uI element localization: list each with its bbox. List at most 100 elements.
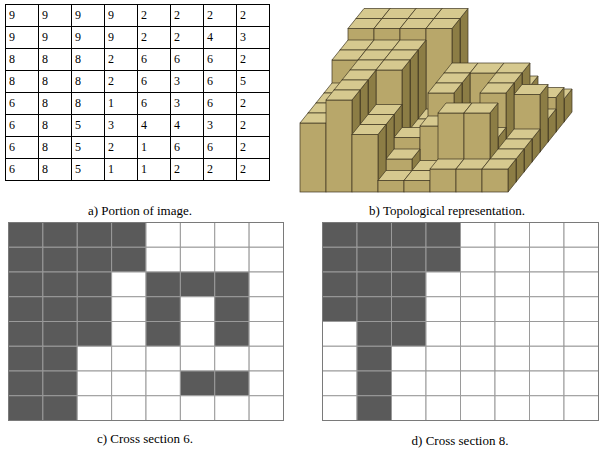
grid-cell	[564, 272, 599, 297]
table-cell: 3	[104, 114, 138, 137]
table-cell: 4	[137, 114, 171, 137]
table-cell: 5	[236, 70, 270, 93]
grid-cell	[112, 297, 146, 322]
table-cell: 8	[5, 48, 39, 71]
grid-cell	[564, 297, 599, 322]
grid-cell	[146, 247, 180, 272]
caption: a) Portion of image.	[88, 203, 192, 219]
table-cell: 2	[170, 158, 204, 181]
bar-top	[514, 85, 548, 95]
grid-border	[323, 223, 599, 421]
bar-top	[368, 105, 402, 115]
grid-cell	[357, 371, 392, 396]
table-cell: 2	[104, 136, 138, 159]
grid-cell	[357, 322, 392, 347]
table-cell: 2	[104, 70, 138, 93]
bar-front	[378, 181, 404, 193]
table-cell: 2	[203, 158, 237, 181]
grid-cell	[180, 346, 214, 371]
grid-cell	[530, 247, 565, 272]
grid-cell	[9, 223, 43, 248]
grid-cell	[426, 247, 461, 272]
grid-cell	[564, 346, 599, 371]
bar-front	[326, 100, 352, 192]
table-cell: 6	[137, 70, 171, 93]
grid-cell	[146, 297, 180, 322]
grid-cell	[180, 322, 214, 347]
grid-cell	[9, 272, 43, 297]
bar-relief	[300, 9, 572, 193]
grid-cell	[323, 297, 358, 322]
grid-cell	[461, 297, 496, 322]
bar-top	[490, 149, 524, 159]
table-cell: 1	[104, 92, 138, 115]
bar-front	[404, 181, 430, 193]
grid-cell	[530, 297, 565, 322]
grid-cell	[392, 223, 427, 248]
bar-top	[384, 50, 418, 60]
table-cell: 5	[71, 114, 105, 137]
grid-cell	[146, 322, 180, 347]
bar-top	[434, 9, 468, 19]
grid-cell	[461, 223, 496, 248]
grid-cell	[112, 396, 146, 421]
table-cell: 8	[71, 48, 105, 71]
grid-cell	[9, 371, 43, 396]
grid-cell	[323, 223, 358, 248]
table-cell: 4	[203, 26, 237, 49]
grid-cell	[146, 396, 180, 421]
table-cell: 8	[38, 70, 72, 93]
grid-cell	[564, 371, 599, 396]
grid-cell	[112, 322, 146, 347]
grid-cell	[323, 396, 358, 421]
grid-cell	[530, 371, 565, 396]
grid-cell	[43, 272, 77, 297]
grid-cell	[392, 322, 427, 347]
grid-cell	[215, 272, 249, 297]
table-cell: 2	[170, 26, 204, 49]
grid-cell	[180, 247, 214, 272]
grid-cell	[495, 247, 530, 272]
grid-cell	[564, 322, 599, 347]
caption: c) Cross section 6.	[97, 431, 193, 447]
grid-cell	[495, 297, 530, 322]
grid-cell	[249, 371, 283, 396]
table-cell: 5	[71, 158, 105, 181]
table-cell: 8	[38, 48, 72, 71]
table-cell: 1	[137, 158, 171, 181]
grid-cell	[43, 396, 77, 421]
grid-cell	[43, 223, 77, 248]
grid-cell	[77, 346, 111, 371]
grid-cell	[146, 371, 180, 396]
table-cell: 8	[38, 92, 72, 115]
bar-front	[300, 123, 326, 192]
grid-cell	[426, 396, 461, 421]
grid-cell	[564, 247, 599, 272]
table-cell: 2	[236, 92, 270, 115]
table-cell: 8	[38, 136, 72, 159]
grid-cell	[9, 396, 43, 421]
bar-top	[482, 159, 516, 169]
bar-top	[386, 149, 420, 159]
caption: d) Cross section 8.	[412, 433, 509, 449]
grid-cell	[530, 223, 565, 248]
table-cell: 8	[71, 92, 105, 115]
grid-cell	[530, 396, 565, 421]
grid-cell	[392, 297, 427, 322]
bar-top	[498, 139, 532, 149]
bar-front	[352, 135, 378, 193]
grid-cell	[9, 322, 43, 347]
grid-cell	[461, 346, 496, 371]
grid-border	[9, 223, 284, 421]
table-cell: 2	[236, 114, 270, 137]
grid-cell	[495, 396, 530, 421]
grid-cell	[180, 272, 214, 297]
table-cell: 3	[236, 26, 270, 49]
grid-cell	[426, 272, 461, 297]
table-cell: 6	[5, 114, 39, 137]
grid-cell	[426, 223, 461, 248]
grid-cell	[426, 322, 461, 347]
table-cell: 9	[5, 26, 39, 49]
grid-cell	[323, 371, 358, 396]
